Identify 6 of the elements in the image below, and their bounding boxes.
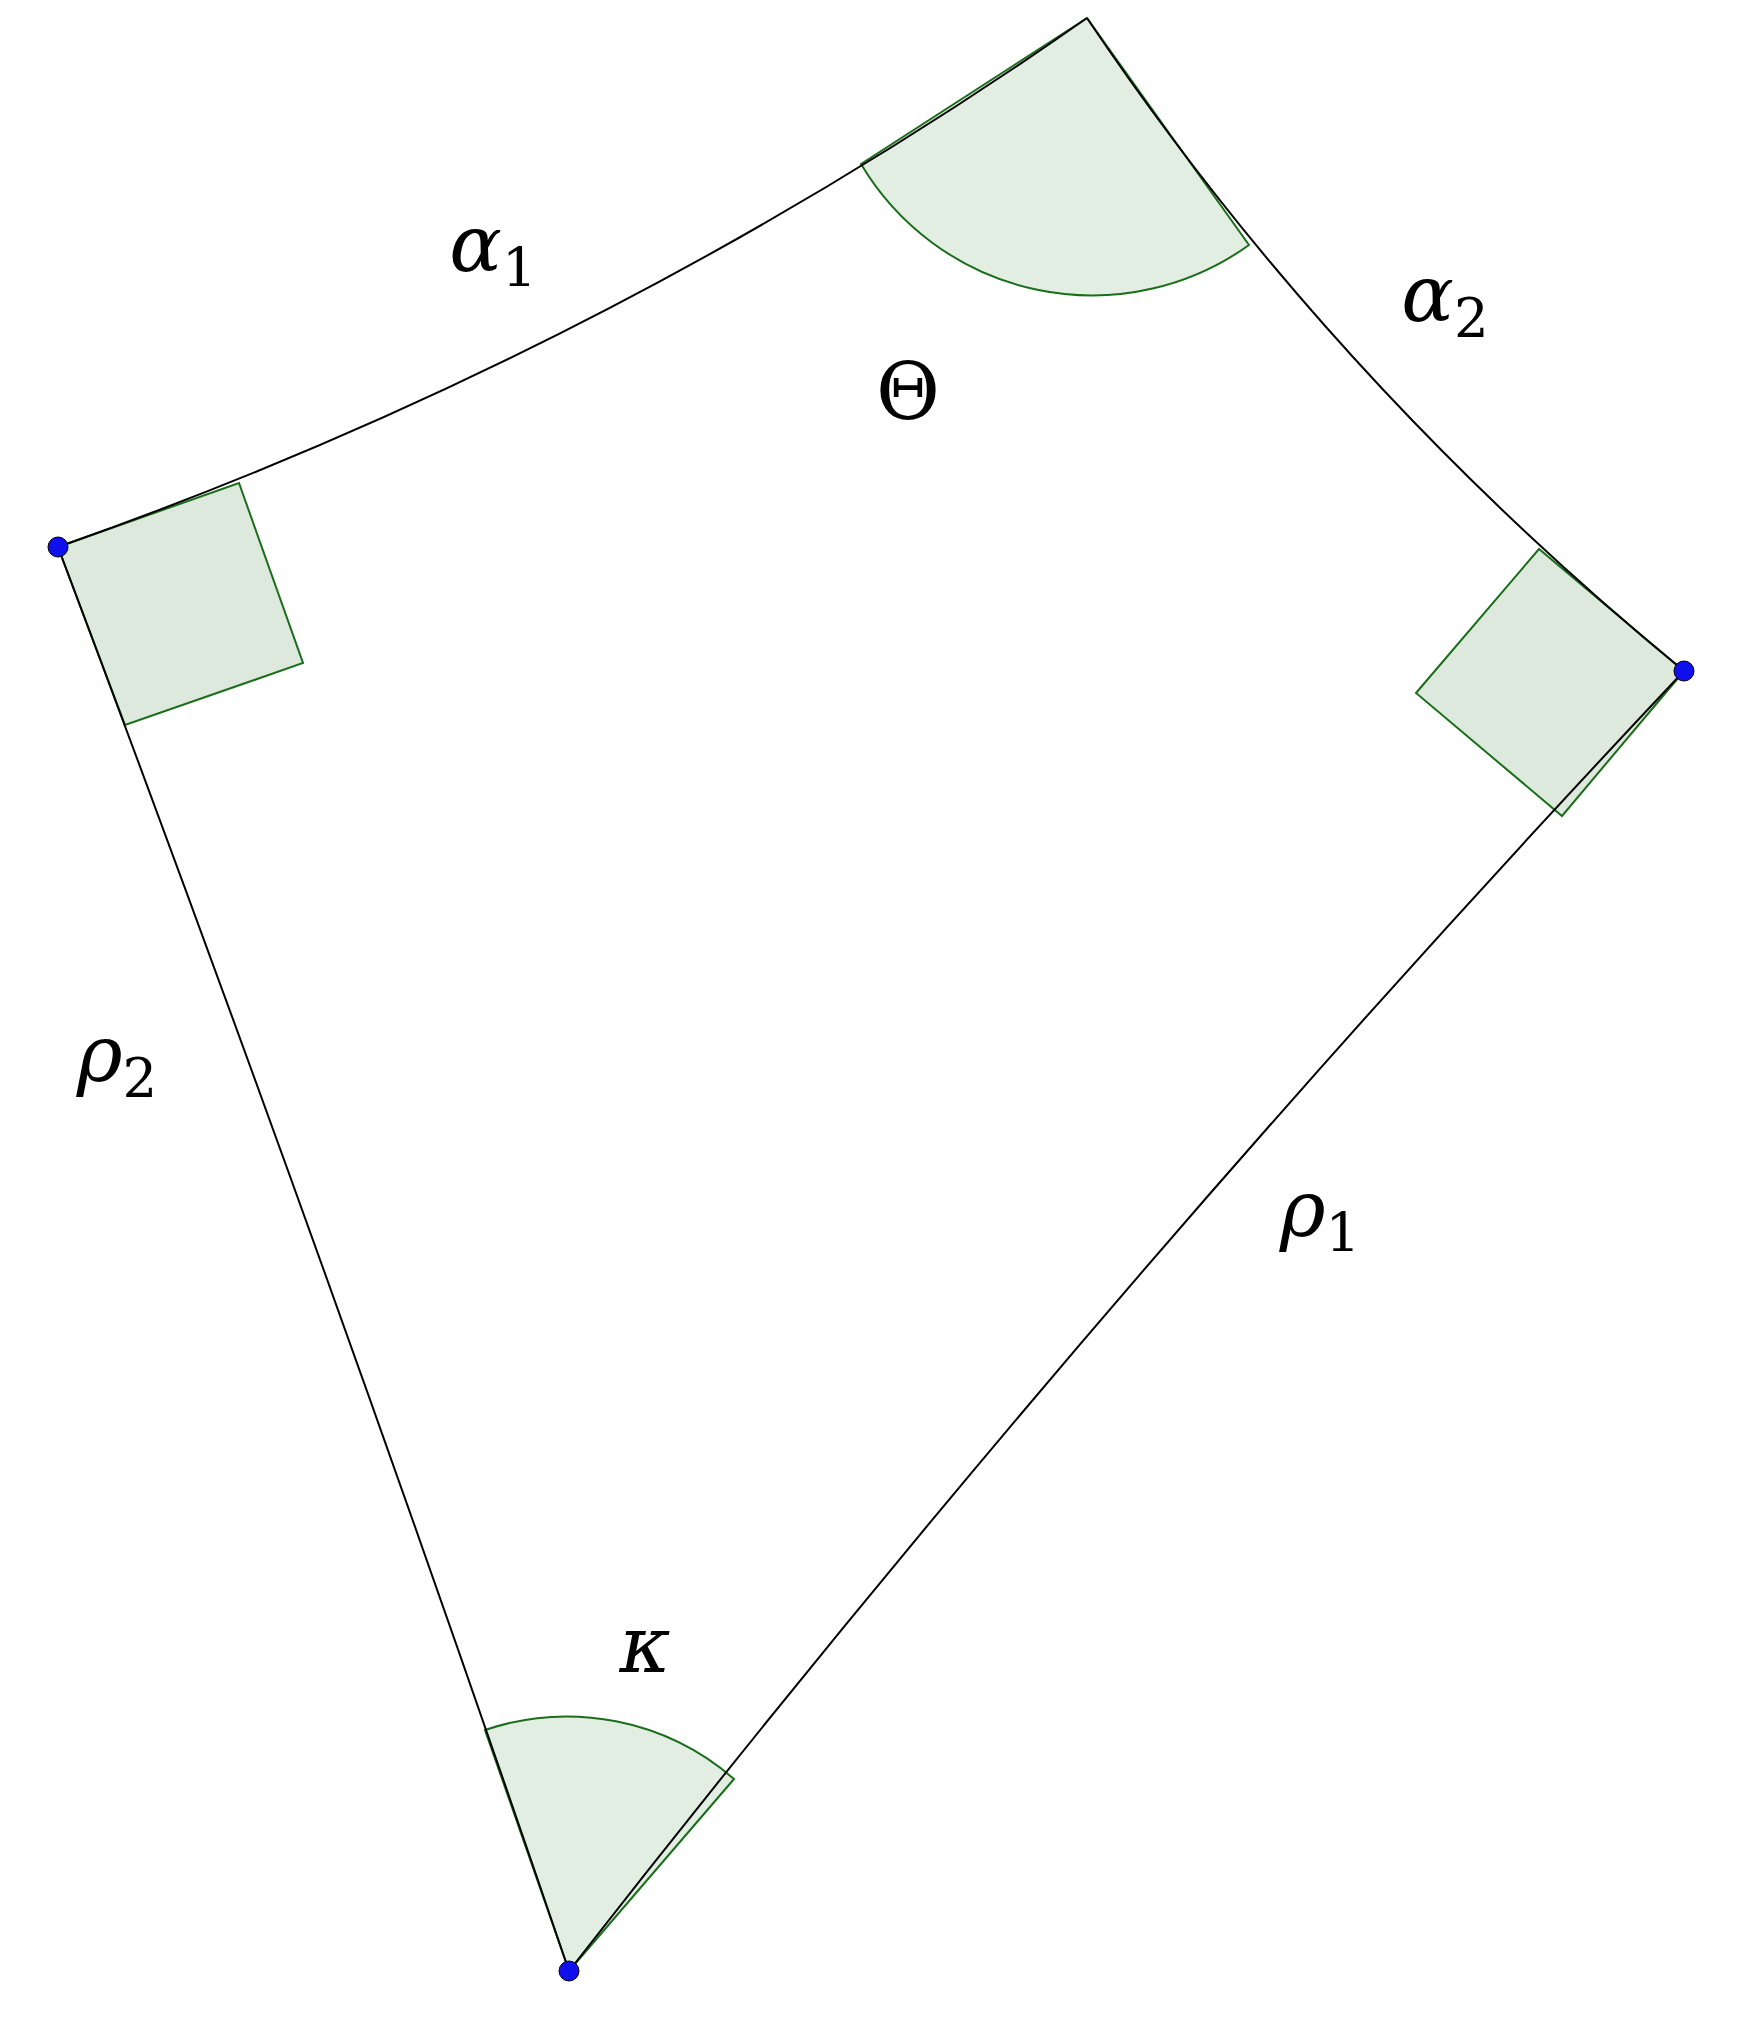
- angle-label: Θ: [876, 353, 940, 431]
- side-label: α$_{1}$: [449, 204, 537, 296]
- side-label: α$_{2}$: [1401, 254, 1489, 346]
- angle-label: κ: [619, 1606, 671, 1684]
- side-label: ρ$_{1}$: [1279, 1169, 1361, 1261]
- side-label: ρ$_{2}$: [76, 1014, 158, 1106]
